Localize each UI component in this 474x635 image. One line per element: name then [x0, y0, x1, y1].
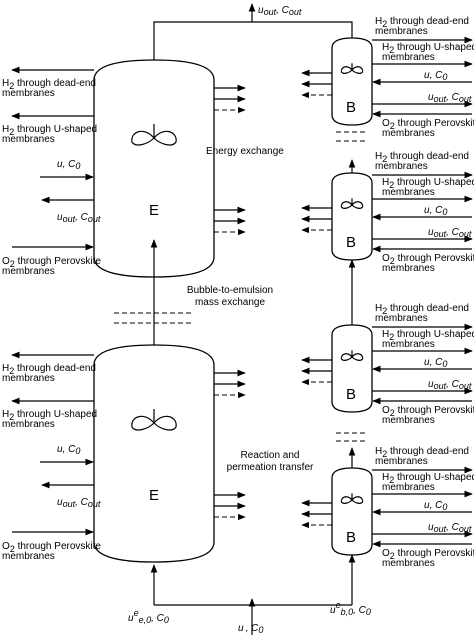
b-o2-perovskite-label-line1: O2 through Perovskite [382, 118, 474, 131]
b-outflow-label: uout, Cout [428, 92, 472, 104]
h2-dead-end-label-line1: H2 through dead-end [2, 78, 96, 91]
b-outflow-label: uout, Cout [428, 522, 472, 534]
energy-exchange-label: Energy exchange [206, 146, 284, 157]
b-h2-dead-end-label-line1: H2 through dead-end [375, 446, 469, 459]
b-o2-perovskite-label-line1: O2 through Perovskite [382, 548, 474, 561]
h2-u-shaped-label-line2: membranes [2, 134, 55, 145]
o2-perovskite-label-line2: membranes [2, 551, 55, 562]
bubble-exchange-label-2: mass exchange [195, 297, 265, 308]
b-o2-perovskite-label-line2: membranes [382, 263, 435, 274]
b-h2-u-shaped-label-line1: H2 through U-shaped [382, 329, 474, 342]
b-h2-u-shaped-label-line2: membranes [382, 187, 435, 198]
b-h2-u-shaped-label-line1: H2 through U-shaped [382, 472, 474, 485]
vessel-label-B: B [346, 99, 356, 116]
impeller-icon [340, 63, 364, 74]
top-outlet-label: uout, Cout [258, 5, 302, 17]
impeller-icon [340, 493, 364, 504]
connectors [114, 131, 368, 635]
b-h2-u-shaped-label-line2: membranes [382, 339, 435, 350]
b-h2-u-shaped-label-line2: membranes [382, 52, 435, 63]
b-o2-perovskite-label-line1: O2 through Perovskite [382, 253, 474, 266]
impeller-icon [340, 350, 364, 361]
outflow-label: uout, Cout [57, 212, 101, 224]
outflow-label: uout, Cout [57, 497, 101, 509]
o2-perovskite-label-line2: membranes [2, 266, 55, 277]
bubble-exchange-label-1: Bubble-to-emulsion [187, 285, 273, 296]
o2-perovskite-label-line1: O2 through Perovskite [2, 541, 101, 554]
bubble-vessel-body [331, 467, 373, 556]
b-h2-u-shaped-label-line1: H2 through U-shaped [382, 42, 474, 55]
b-outflow-label: uout, Cout [428, 379, 472, 391]
emulsion-vessel-body [93, 344, 215, 563]
bubble-vessel-body [331, 324, 373, 413]
b-outflow-label: uout, Cout [428, 227, 472, 239]
emulsion-vessel-body [93, 59, 215, 278]
bubble-feed-label: ueb,0, C0 [330, 600, 371, 617]
o2-perovskite-label-line1: O2 through Perovskite [2, 256, 101, 269]
reaction-label-2: permeation transfer [227, 462, 314, 473]
vessel-label-B: B [346, 234, 356, 251]
h2-dead-end-label-line2: membranes [2, 88, 55, 99]
b-h2-u-shaped-label-line2: membranes [382, 482, 435, 493]
h2-u-shaped-label-line1: H2 through U-shaped [2, 409, 97, 422]
vessel-label-B: B [346, 386, 356, 403]
vessel-label-E: E [149, 202, 159, 219]
b-inflow-label: u, C0 [424, 357, 447, 369]
inflow-label: u, C0 [57, 444, 80, 456]
b-inflow-label: u, C0 [424, 70, 447, 82]
vessel-label-B: B [346, 529, 356, 546]
bubble-vessel-body [331, 37, 373, 126]
b-o2-perovskite-label-line2: membranes [382, 128, 435, 139]
emulsion-feed-label: uee,0, C0 [128, 608, 169, 625]
b-h2-dead-end-label-line1: H2 through dead-end [375, 16, 469, 29]
b-o2-perovskite-label-line1: O2 through Perovskite [382, 405, 474, 418]
main-feed-label: u, C0 [238, 623, 263, 635]
h2-u-shaped-label-line1: H2 through U-shaped [2, 124, 97, 137]
inflow-label: u, C0 [57, 159, 80, 171]
impeller-icon [340, 198, 364, 209]
b-inflow-label: u, C0 [424, 205, 447, 217]
h2-u-shaped-label-line2: membranes [2, 419, 55, 430]
b-h2-dead-end-label-line2: membranes [375, 456, 428, 467]
b-h2-u-shaped-label-line1: H2 through U-shaped [382, 177, 474, 190]
vessel-label-E: E [149, 487, 159, 504]
b-inflow-label: u, C0 [424, 500, 447, 512]
center-labels: Energy exchange Bubble-to-emulsion mass … [187, 146, 314, 473]
h2-dead-end-label-line2: membranes [2, 373, 55, 384]
bubble-vessel-body [331, 172, 373, 261]
feed-labels: u, C0 uee,0, C0 ueb,0, C0 [128, 600, 371, 635]
impeller-icon [131, 124, 177, 146]
b-h2-dead-end-label-line2: membranes [375, 161, 428, 172]
top-outlet: uout, Cout [153, 3, 353, 60]
b-h2-dead-end-label-line1: H2 through dead-end [375, 303, 469, 316]
reaction-label-1: Reaction and [241, 450, 300, 461]
impeller-icon [131, 409, 177, 431]
b-h2-dead-end-label-line2: membranes [375, 26, 428, 37]
b-h2-dead-end-label-line2: membranes [375, 313, 428, 324]
b-o2-perovskite-label-line2: membranes [382, 415, 435, 426]
h2-dead-end-label-line1: H2 through dead-end [2, 363, 96, 376]
b-h2-dead-end-label-line1: H2 through dead-end [375, 151, 469, 164]
b-o2-perovskite-label-line2: membranes [382, 558, 435, 569]
